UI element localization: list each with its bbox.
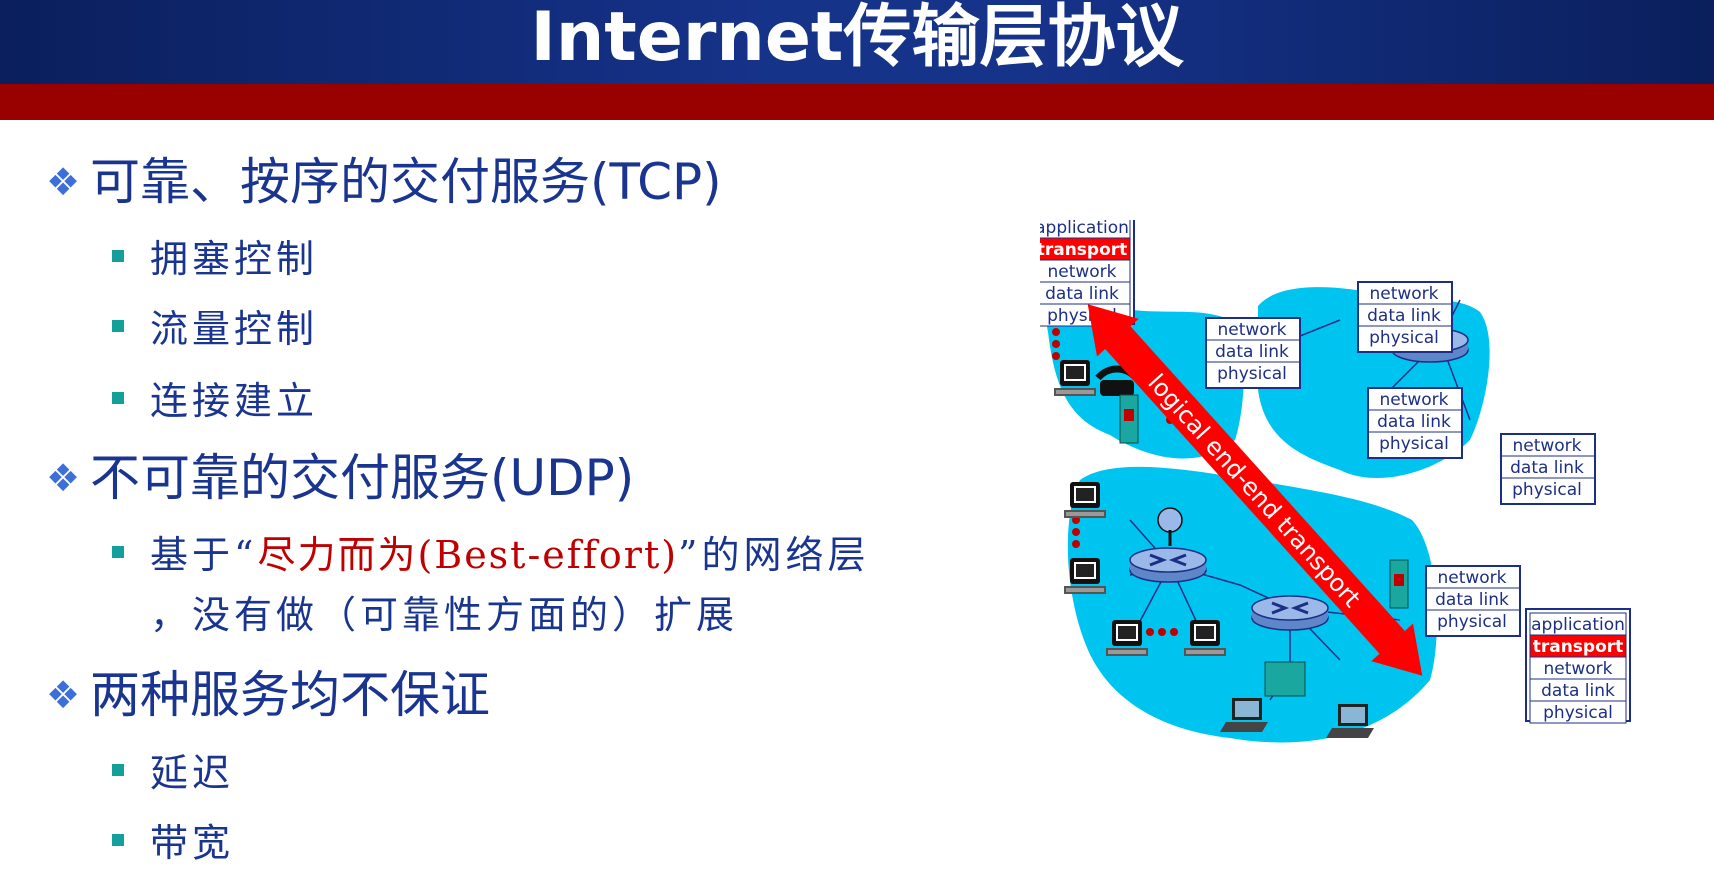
bullet-udp: ❖不可靠的交付服务(UDP) bbox=[46, 438, 634, 510]
network-cloud-bottom bbox=[1067, 466, 1437, 743]
protocol-stack-source-host: application transport network data link … bbox=[1040, 220, 1135, 327]
router-icon bbox=[1128, 546, 1208, 584]
layer-label: network bbox=[1543, 659, 1612, 679]
wireless-base-station-icon bbox=[1264, 661, 1306, 697]
square-bullet-icon bbox=[112, 250, 124, 262]
desktop-computer-icon bbox=[1054, 360, 1096, 396]
layer-label: physical bbox=[1369, 328, 1439, 348]
square-bullet-icon bbox=[112, 320, 124, 332]
layer-label: network bbox=[1379, 390, 1448, 410]
sub-bullet-bandwidth: 带宽 bbox=[112, 812, 234, 867]
sub-bullet-flow: 流量控制 bbox=[112, 298, 318, 353]
layer-label: network bbox=[1437, 568, 1506, 588]
diamond-bullet-icon: ❖ bbox=[46, 456, 81, 500]
diamond-bullet-icon: ❖ bbox=[46, 160, 81, 204]
sub-bullet-delay: 延迟 bbox=[112, 742, 234, 797]
desktop-computer-icon bbox=[1064, 482, 1106, 518]
layer-label: application bbox=[1531, 615, 1625, 635]
layer-label: network bbox=[1217, 320, 1286, 340]
bullet-text: 不可靠的交付服务(UDP) bbox=[90, 449, 635, 507]
layer-label: physical bbox=[1437, 612, 1507, 632]
layer-label: data link bbox=[1377, 412, 1451, 432]
layer-label: application bbox=[1040, 220, 1129, 238]
bullet-text: 拥塞控制 bbox=[150, 237, 319, 281]
desktop-computer-icon bbox=[1064, 558, 1106, 594]
best-effort-highlight: 尽力而为(Best-effort) bbox=[257, 533, 679, 577]
layer-label: transport bbox=[1040, 240, 1127, 260]
diamond-bullet-icon: ❖ bbox=[46, 673, 81, 717]
bullet-text: ”的网络层 bbox=[678, 533, 870, 577]
layer-label: data link bbox=[1045, 284, 1119, 304]
protocol-stack-router: network data link physical bbox=[1367, 387, 1463, 459]
layer-label: physical bbox=[1543, 703, 1613, 723]
bullet-text: 连接建立 bbox=[150, 379, 319, 423]
protocol-stack-router: network data link physical bbox=[1425, 565, 1521, 637]
bullet-list: ❖可靠、按序的交付服务(TCP) 拥塞控制 流量控制 连接建立 ❖不可靠的交付服… bbox=[46, 142, 869, 867]
bullet-no-guarantee: ❖两种服务均不保证 bbox=[46, 655, 490, 727]
layer-label: physical bbox=[1217, 364, 1287, 384]
server-icon bbox=[1119, 394, 1139, 444]
sub-bullet-connection: 连接建立 bbox=[112, 370, 318, 425]
bullet-text: 带宽 bbox=[150, 821, 235, 865]
protocol-stack-router: network data link physical bbox=[1500, 433, 1596, 505]
layer-label: data link bbox=[1215, 342, 1289, 362]
network-diagram: application transport network data link … bbox=[1040, 220, 1631, 743]
layer-label: data link bbox=[1541, 681, 1615, 701]
sub-bullet-best-effort: 基于“尽力而为(Best-effort)”的网络层 bbox=[112, 524, 869, 579]
layer-label: data link bbox=[1510, 458, 1584, 478]
layer-label: data link bbox=[1367, 306, 1441, 326]
square-bullet-icon bbox=[112, 834, 124, 846]
bullet-text: 基于“ bbox=[150, 533, 258, 577]
square-bullet-icon bbox=[112, 392, 124, 404]
bullet-text: 延迟 bbox=[150, 751, 235, 795]
bullet-text: 可靠、按序的交付服务(TCP) bbox=[90, 153, 722, 211]
layer-label: physical bbox=[1512, 480, 1582, 500]
layer-label: network bbox=[1369, 284, 1438, 304]
protocol-stack-router: network data link physical bbox=[1357, 281, 1453, 353]
sub-bullet-best-effort-cont: ，没有做（可靠性方面的）扩展 bbox=[150, 593, 739, 637]
server-icon bbox=[1389, 559, 1409, 609]
protocol-stack-router: network data link physical bbox=[1205, 317, 1301, 389]
layer-label: network bbox=[1047, 262, 1116, 282]
satellite-dish-icon bbox=[1157, 507, 1183, 546]
layer-label: data link bbox=[1435, 590, 1509, 610]
bullet-tcp: ❖可靠、按序的交付服务(TCP) bbox=[46, 142, 722, 214]
sub-bullet-congestion: 拥塞控制 bbox=[112, 228, 318, 283]
slide-title: Internet传输层协议 bbox=[530, 0, 1184, 77]
bullet-text: 两种服务均不保证 bbox=[90, 666, 490, 724]
protocol-stack-destination-host: application transport network data link … bbox=[1525, 608, 1631, 724]
desktop-computer-icon bbox=[1184, 620, 1226, 656]
router-icon bbox=[1250, 594, 1330, 632]
square-bullet-icon bbox=[112, 546, 124, 558]
title-bar: Internet传输层协议 bbox=[0, 0, 1714, 84]
square-bullet-icon bbox=[112, 764, 124, 776]
desktop-computer-icon bbox=[1106, 620, 1148, 656]
layer-label: physical bbox=[1379, 434, 1449, 454]
layer-label: network bbox=[1512, 436, 1581, 456]
title-underline-bar bbox=[0, 84, 1714, 120]
layer-label: transport bbox=[1533, 637, 1624, 657]
bullet-text: 流量控制 bbox=[150, 307, 319, 351]
